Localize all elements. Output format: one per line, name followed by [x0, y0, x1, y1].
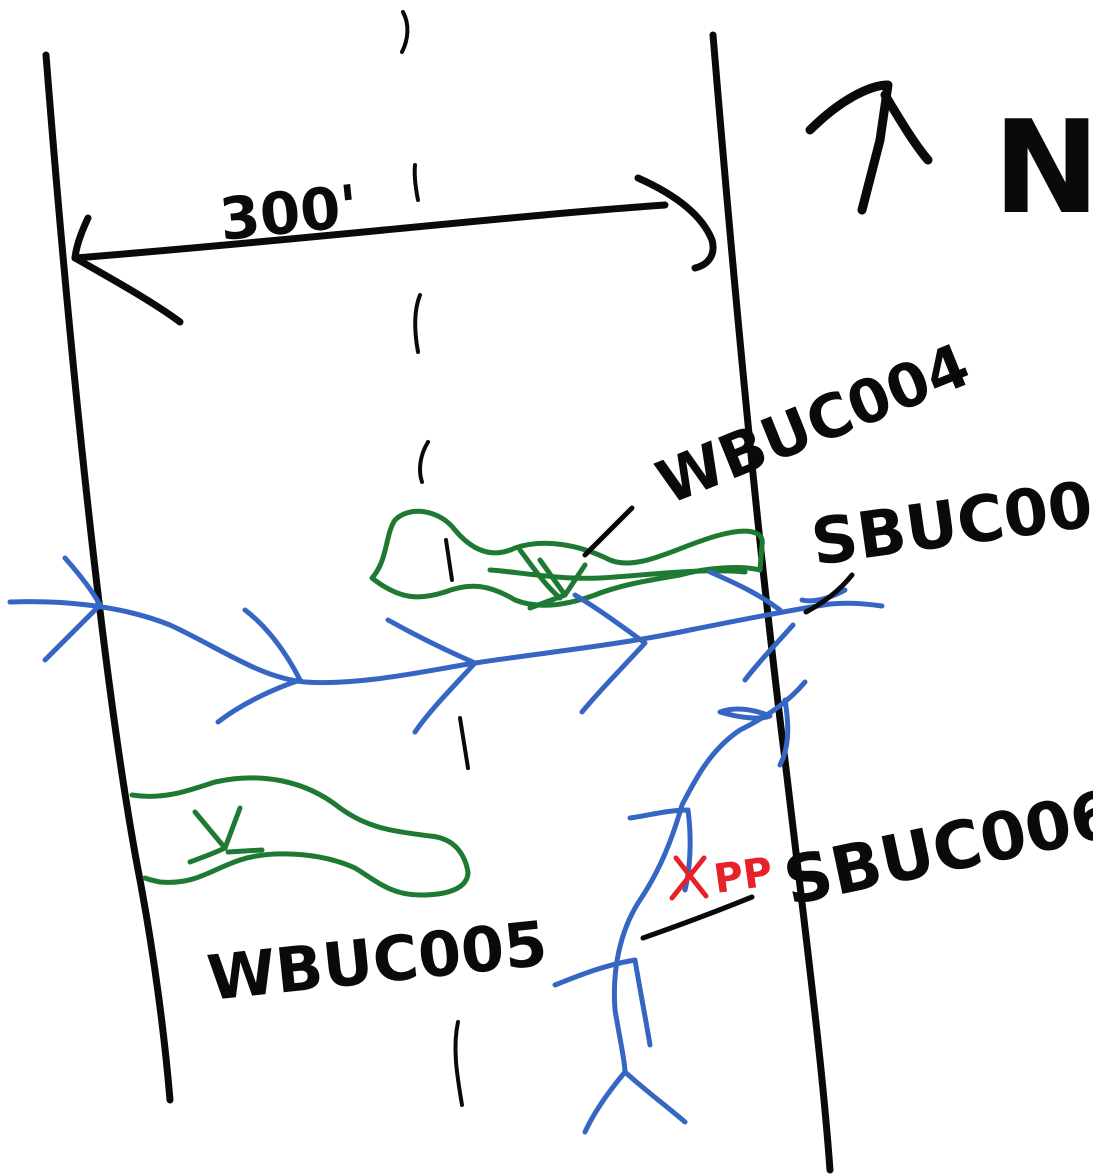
- leader-sbuc006: [640, 894, 755, 941]
- point-label: PP: [711, 849, 775, 903]
- north-arrow-icon: [805, 80, 933, 215]
- leader-sbuc005: [803, 572, 855, 615]
- point-marker-icon: [669, 855, 709, 901]
- label-sbuc005: SBUC005: [807, 462, 1093, 581]
- centerline: [400, 10, 470, 1107]
- stream-branch: [552, 679, 808, 1135]
- label-wbuc005: WBUC005: [204, 907, 551, 1015]
- north-label: N: [993, 94, 1093, 243]
- dimension-arrow: [71, 174, 717, 326]
- leader-wbuc004: [582, 505, 635, 558]
- dimension-label: 300': [216, 172, 361, 254]
- leader-lines: [582, 505, 855, 941]
- wetland-wbuc005: [129, 775, 471, 898]
- stream-main: [7, 555, 885, 735]
- corridor-east-boundary: [709, 31, 834, 1174]
- corridor-west-boundary: [42, 51, 174, 1104]
- wetland-wbuc004: [369, 508, 765, 611]
- label-sbuc006: SBUC006: [777, 775, 1093, 921]
